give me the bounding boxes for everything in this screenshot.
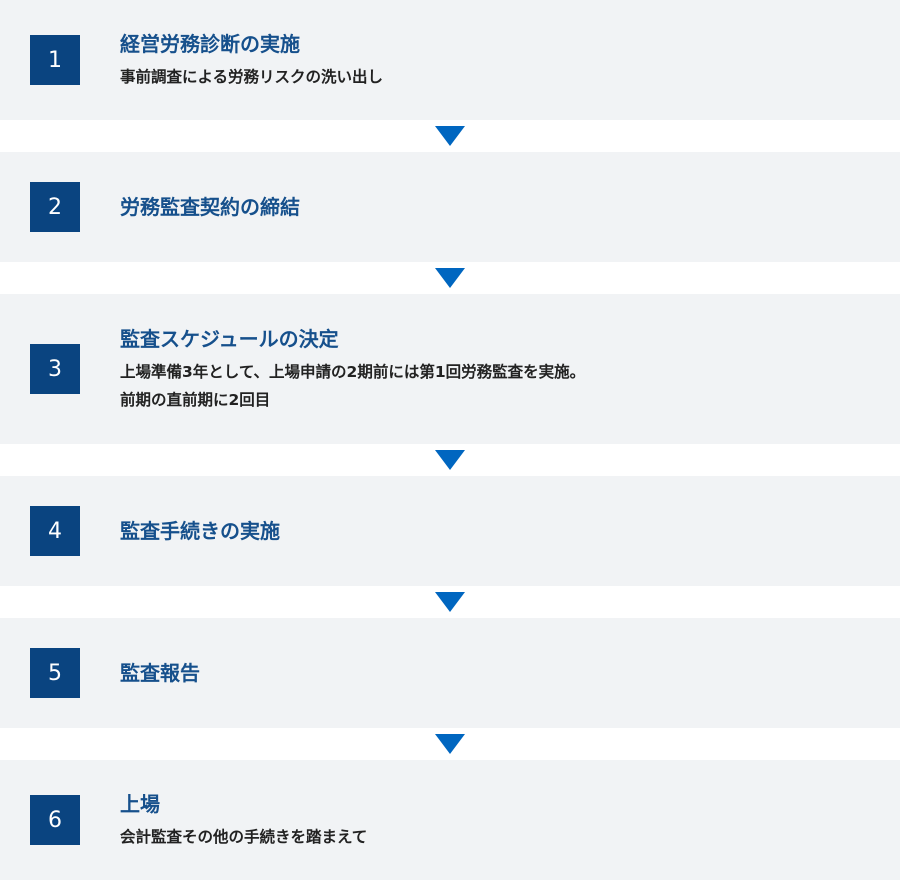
step-description-line: 前期の直前期に2回目 [120,391,271,409]
step-6: 6 上場 会計監査その他の手続きを踏まえて [0,760,900,880]
step-title: 労務監査契約の締結 [120,195,300,219]
step-description: 会計監査その他の手続きを踏まえて [120,828,368,846]
step-title: 監査手続きの実施 [120,519,280,543]
step-title: 監査スケジュールの決定 [120,327,339,351]
down-arrow-icon [435,126,465,146]
step-title: 上場 [120,792,160,816]
step-1: 1 経営労務診断の実施 事前調査による労務リスクの洗い出し [0,0,900,120]
down-arrow-icon [435,450,465,470]
step-3: 3 監査スケジュールの決定 上場準備3年として、上場申請の2期前には第1回労務監… [0,294,900,444]
step-title: 経営労務診断の実施 [120,32,300,56]
step-description-line: 上場準備3年として、上場申請の2期前には第1回労務監査を実施。 [120,363,586,381]
step-2: 2 労務監査契約の締結 [0,152,900,262]
step-description: 上場準備3年として、上場申請の2期前には第1回労務監査を実施。 前期の直前期に2… [120,358,585,414]
step-number: 2 [30,182,80,232]
step-number: 4 [30,506,80,556]
step-number: 1 [30,35,80,85]
step-number: 5 [30,648,80,698]
step-number: 6 [30,795,80,845]
down-arrow-icon [435,268,465,288]
step-title: 監査報告 [120,661,200,685]
step-number: 3 [30,344,80,394]
step-5: 5 監査報告 [0,618,900,728]
step-description: 事前調査による労務リスクの洗い出し [120,68,384,86]
down-arrow-icon [435,592,465,612]
down-arrow-icon [435,734,465,754]
step-4: 4 監査手続きの実施 [0,476,900,586]
